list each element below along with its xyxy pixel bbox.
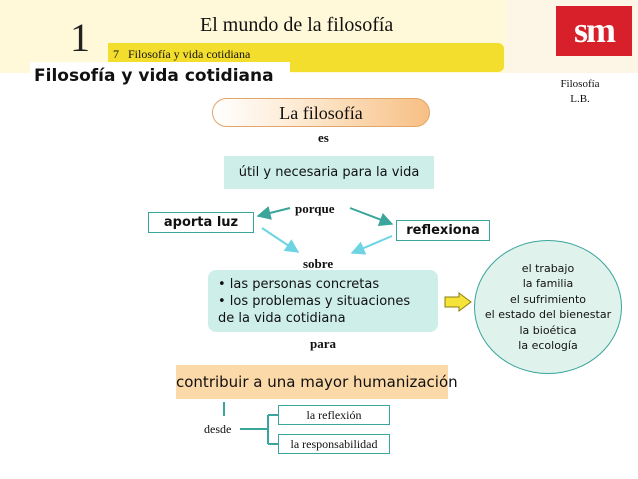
- example-item: el trabajo: [521, 261, 575, 275]
- side-note: Filosofía L.B.: [548, 77, 612, 107]
- example-item: la ecología: [518, 339, 578, 352]
- link-desde: desde: [204, 422, 232, 436]
- subtitle-number: 7: [113, 47, 119, 61]
- subtitle-label: Filosofía y vida cotidiana: [128, 47, 251, 61]
- chapter-number: 1: [70, 15, 90, 60]
- arrow-to-aporta-luz: [256, 206, 291, 220]
- link-es: es: [318, 130, 329, 145]
- node-aporta-luz: aporta luz: [148, 212, 254, 233]
- example-item: el estado del bienestar: [484, 308, 612, 321]
- side-note-line1: Filosofía: [560, 78, 600, 90]
- examples-circle: el trabajo la familia el sufrimiento el …: [474, 240, 622, 374]
- example-item: la bioética: [519, 323, 577, 337]
- section-title: Filosofía y vida cotidiana: [34, 66, 274, 86]
- example-item: el sufrimiento: [509, 292, 587, 306]
- link-sobre: sobre: [303, 256, 334, 271]
- sm-logo: sm: [556, 6, 632, 56]
- sm-logo-text: sm: [574, 10, 616, 50]
- arrow-to-reflexiona: [349, 207, 394, 227]
- node-reflexiona: reflexiona: [396, 220, 490, 241]
- node-humanizacion: contribuir a una mayor humanización: [176, 365, 458, 399]
- node-topics: • las personas concretas • los problemas…: [208, 270, 438, 332]
- link-para: para: [310, 336, 336, 351]
- topic-line: • las personas concretas: [218, 277, 380, 292]
- side-note-line2: L.B.: [570, 93, 590, 105]
- node-util-necesaria: útil y necesaria para la vida: [224, 156, 434, 189]
- subtitle-text: 7 Filosofía y vida cotidiana: [113, 47, 250, 62]
- yellow-arrow-icon: [444, 292, 472, 312]
- arrow-luz-to-sobre: [261, 227, 300, 253]
- link-porque: porque: [295, 201, 335, 216]
- topic-line: • los problemas y situaciones: [218, 294, 411, 309]
- arrow-reflexiona-to-sobre: [350, 235, 393, 255]
- section-title-background: [30, 62, 290, 92]
- node-la-filosofia: La filosofía: [212, 98, 430, 127]
- node-la-reflexion: la reflexión: [278, 405, 390, 425]
- header-title: El mundo de la filosofía: [200, 14, 394, 36]
- node-la-responsabilidad: la responsabilidad: [278, 434, 390, 454]
- example-item: la familia: [522, 277, 574, 290]
- topic-line: de la vida cotidiana: [218, 311, 346, 326]
